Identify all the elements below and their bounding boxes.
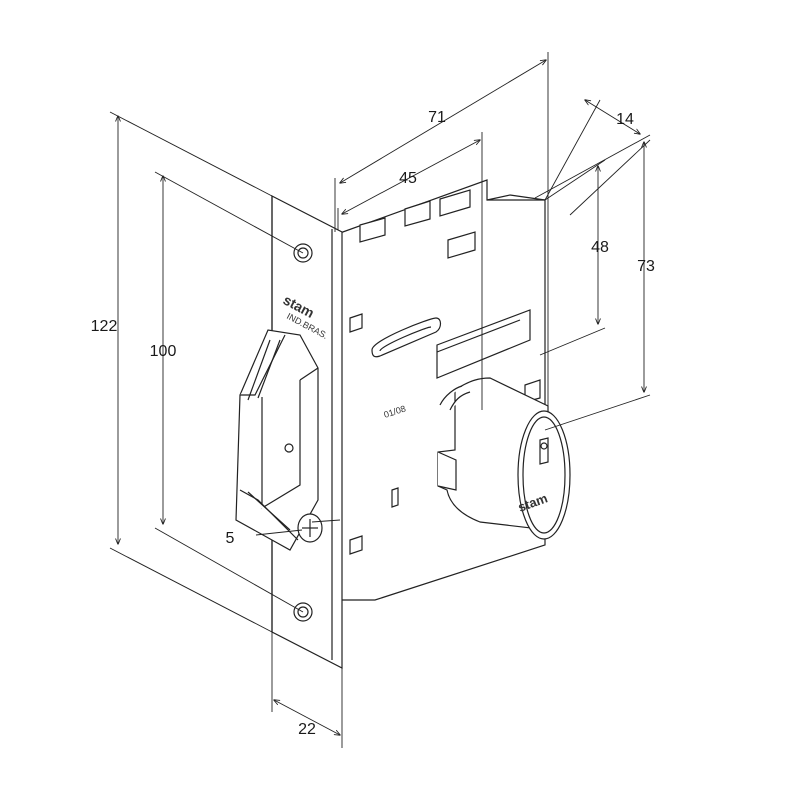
dim-label-total-depth: 71	[428, 109, 446, 126]
dim-label-bolt-offset: 5	[226, 530, 235, 547]
dim-label-cylinder-projection: 14	[616, 111, 634, 128]
top-screw-hole-inner	[297, 247, 309, 259]
cylinder	[437, 377, 571, 540]
dim-label-faceplate-width: 22	[298, 721, 316, 738]
dim-label-cylinder-height: 48	[591, 239, 609, 256]
dimension-lines	[109, 52, 651, 748]
bottom-screw-hole-inner	[297, 606, 309, 618]
phillips-screw-icon	[297, 513, 323, 543]
bottom-screw-hole	[293, 602, 313, 622]
dim-label-backset: 45	[399, 170, 417, 187]
dim-label-inner-height: 100	[150, 343, 177, 360]
latch-bolt	[235, 329, 319, 551]
body-details	[349, 309, 541, 555]
top-screw-hole	[293, 243, 313, 263]
dim-label-body-height: 73	[637, 258, 655, 275]
dim-label-overall-height: 122	[91, 318, 118, 335]
